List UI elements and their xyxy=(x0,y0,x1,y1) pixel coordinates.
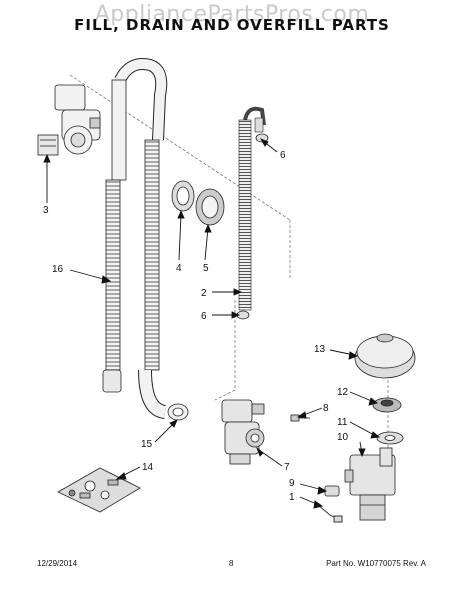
part-6-clamp-top xyxy=(255,133,269,143)
callout-label: 3 xyxy=(43,205,49,216)
footer-page-number: 8 xyxy=(229,559,234,568)
watermark-text: AppliancePartsPros.com xyxy=(94,2,370,27)
part-13-float xyxy=(354,333,416,379)
callout-label: 14 xyxy=(142,462,154,473)
callout-label: 15 xyxy=(141,439,153,450)
callout-label: 7 xyxy=(284,462,290,473)
callout-label: 13 xyxy=(314,344,326,355)
callout-label: 6 xyxy=(280,150,286,161)
page-title: FILL, DRAIN AND OVERFILL PARTS xyxy=(74,16,390,34)
part-3-pump-bracket xyxy=(37,84,101,156)
callout-label: 8 xyxy=(323,403,329,414)
footer-date: 12/29/2014 xyxy=(37,559,78,568)
part-4-gasket xyxy=(171,180,195,212)
footer-part-number: Part No. W10770075 Rev. A xyxy=(326,559,426,568)
part-15-clamp xyxy=(167,403,189,421)
callout-label: 2 xyxy=(201,288,207,299)
part-5-ring xyxy=(195,188,225,226)
part-16-drain-hose xyxy=(102,58,168,419)
part-2-fill-hose xyxy=(238,106,266,311)
callout-label: 11 xyxy=(337,417,348,428)
callout-label: 12 xyxy=(337,387,349,398)
callout-label: 5 xyxy=(203,263,209,274)
part-10-float-switch xyxy=(344,447,396,521)
part-9-switch xyxy=(324,485,340,497)
part-14-kit xyxy=(57,467,141,513)
callout-label: 9 xyxy=(289,478,295,489)
part-7-inlet-valve xyxy=(221,399,265,465)
callout-label: 1 xyxy=(289,492,295,503)
part-1-wire-harness xyxy=(317,504,343,523)
callout-label: 16 xyxy=(52,264,64,275)
part-12-nut xyxy=(372,397,402,413)
leader-lines xyxy=(43,138,381,509)
part-11-washer xyxy=(376,431,404,445)
callout-label: 6 xyxy=(201,311,207,322)
callout-label: 4 xyxy=(176,263,182,274)
callout-label: 10 xyxy=(337,432,349,443)
